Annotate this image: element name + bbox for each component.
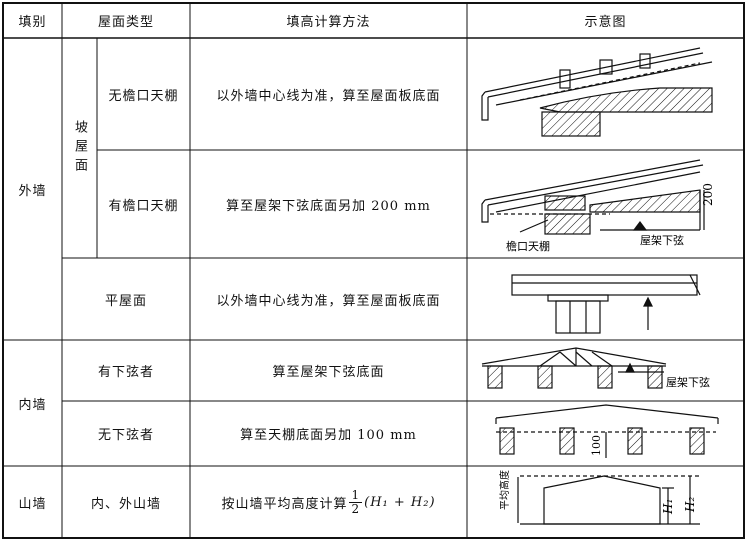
diagram-no-chord xyxy=(495,404,719,458)
truss-chord-label-2: 屋架下弦 xyxy=(666,375,710,389)
no-eave-method: 以外墙中心线为准，算至屋面板底面 xyxy=(216,88,441,104)
header-diagram: 示意图 xyxy=(584,15,627,30)
gable-wall-label: 山墙 xyxy=(18,496,47,512)
half-fraction: 1 2 xyxy=(349,487,363,516)
truss-chord-label: 屋架下弦 xyxy=(640,233,684,247)
h2-label: H₂ xyxy=(683,497,697,513)
avg-height-label: 平均高度 xyxy=(498,470,511,510)
eave-method: 算至屋架下弦底面另加 200 mm xyxy=(226,198,431,214)
no-chord-label: 无下弦者 xyxy=(97,428,154,443)
fraction-numerator: 1 xyxy=(349,487,363,503)
outer-wall-label: 外墙 xyxy=(18,183,47,199)
no-chord-method: 算至天棚底面另加 100 mm xyxy=(240,428,417,443)
slope-roof-cell: 坡屋面 xyxy=(62,38,97,258)
header-fill-type: 填别 xyxy=(18,15,47,30)
no-eave-ceiling-label: 无檐口天棚 xyxy=(108,88,179,104)
header-method: 填高计算方法 xyxy=(286,15,371,30)
gable-method: 按山墙平均高度计算 1 2 (H₁ + H₂) xyxy=(190,466,467,538)
gable-type-label: 内、外山墙 xyxy=(90,496,161,512)
diagram-slope-no-ceiling xyxy=(481,47,713,137)
fraction-denominator: 2 xyxy=(351,501,361,516)
flat-method: 以外墙中心线为准，算至屋面板底面 xyxy=(216,293,441,309)
eave-ceiling-diagram-label: 檐口天棚 xyxy=(506,239,550,253)
h1-label: H₁ xyxy=(661,499,675,515)
gable-method-prefix: 按山墙平均高度计算 xyxy=(221,496,348,512)
slope-roof-label: 坡屋面 xyxy=(72,119,87,177)
header-roof-type: 屋面类型 xyxy=(97,15,154,30)
inner-wall-label: 内墙 xyxy=(18,397,47,413)
eave-ceiling-label: 有檐口天棚 xyxy=(108,198,179,214)
with-chord-method: 算至屋架下弦底面 xyxy=(272,365,385,380)
gable-formula: (H₁ + H₂) xyxy=(364,494,436,510)
diagram-slope-with-ceiling xyxy=(481,159,705,235)
diagram-flat-roof xyxy=(511,274,701,334)
diagram-gable xyxy=(517,475,700,525)
dim-200: 200 xyxy=(701,183,715,206)
dim-100: 100 xyxy=(590,435,603,456)
diagram-with-chord xyxy=(481,347,667,389)
with-chord-label: 有下弦者 xyxy=(97,365,154,380)
flat-roof-label: 平屋面 xyxy=(104,293,147,309)
